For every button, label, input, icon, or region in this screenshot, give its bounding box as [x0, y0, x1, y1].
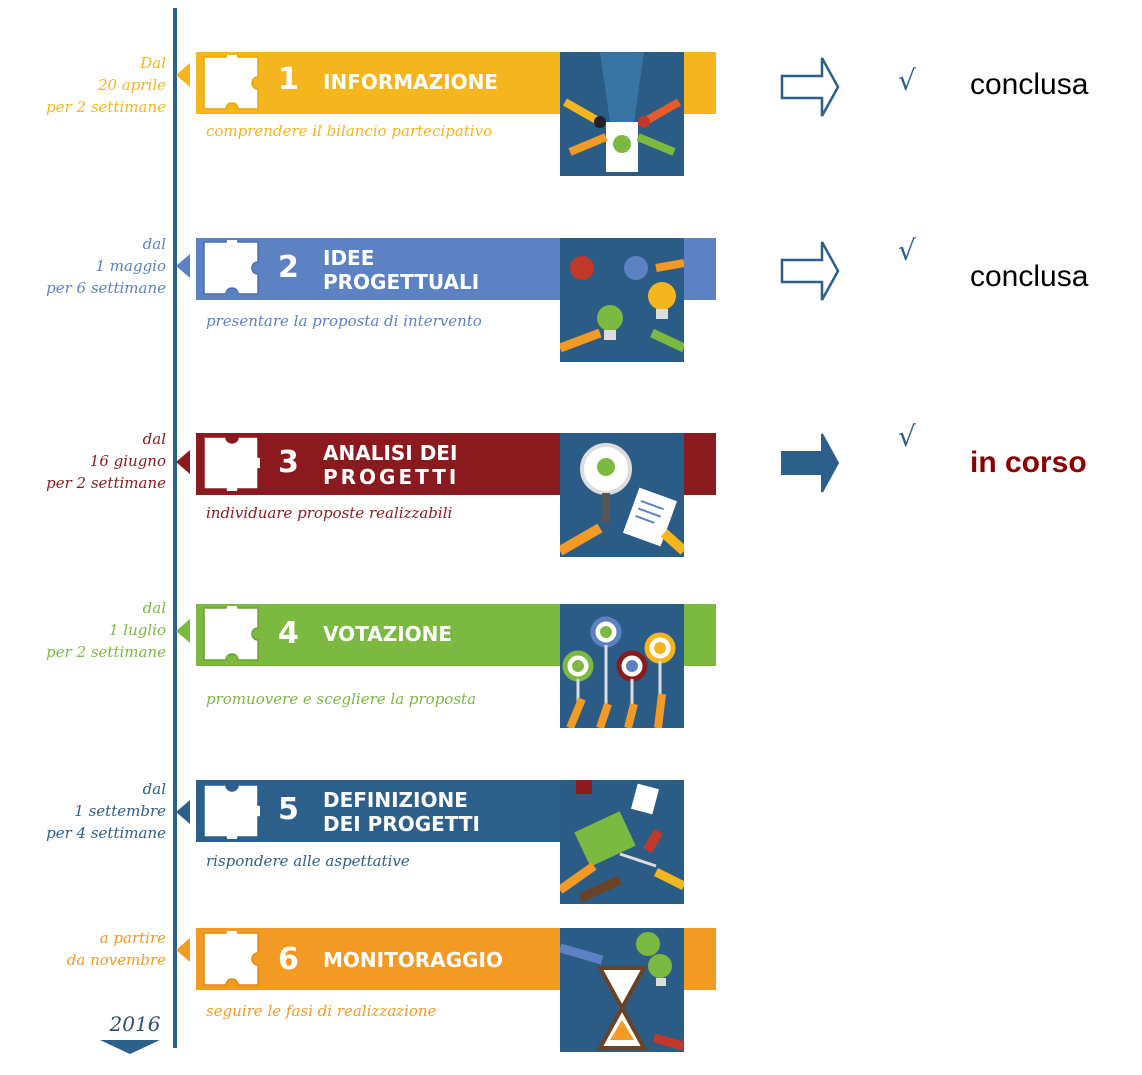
phase-title: VOTAZIONE	[323, 622, 453, 646]
date-line: da novembre	[66, 951, 166, 969]
press-conference-illustration-icon	[560, 52, 684, 176]
date-line: 20 aprile	[97, 76, 166, 94]
date-line: 1 maggio	[95, 257, 166, 275]
analysis-magnifier-illustration-icon	[560, 433, 684, 557]
phase-subtitle: comprendere il bilancio partecipativo	[206, 122, 493, 140]
date-line: dal	[142, 235, 166, 253]
date-line: per 6 settimane	[46, 279, 166, 297]
puzzle-piece-icon	[203, 240, 259, 295]
phase-5-date: dal 1 settembre per 4 settimane	[0, 778, 166, 844]
phase-subtitle: seguire le fasi di realizzazione	[206, 1002, 437, 1020]
phase-pointer-icon	[176, 450, 190, 474]
date-line: 1 settembre	[74, 802, 166, 820]
phase-number: 2	[278, 250, 299, 285]
puzzle-piece-icon	[203, 931, 259, 986]
status-label: conclusa	[970, 260, 1089, 293]
phase-number: 4	[278, 616, 299, 651]
phase-pointer-icon	[176, 63, 190, 87]
checkmark-icon: √	[898, 64, 916, 97]
date-line: dal	[142, 430, 166, 448]
outline-right-arrow-icon	[780, 57, 840, 117]
status-label: in corso	[970, 446, 1087, 479]
phase-subtitle: presentare la proposta di intervento	[206, 312, 482, 330]
phase-number: 6	[278, 942, 299, 977]
phase-number: 5	[278, 792, 299, 827]
date-line: 1 luglio	[109, 621, 166, 639]
phase-2-date: dal 1 maggio per 6 settimane	[0, 233, 166, 299]
date-line: dal	[142, 599, 166, 617]
phase-title: IDEE PROGETTUALI	[323, 246, 480, 294]
phase-pointer-icon	[176, 938, 190, 962]
date-line: per 4 settimane	[46, 824, 166, 842]
date-line: dal	[142, 780, 166, 798]
phase-1-date: Dal 20 aprile per 2 settimane	[0, 52, 166, 118]
phase-pointer-icon	[176, 800, 190, 824]
checkmark-icon: √	[898, 420, 916, 453]
puzzle-piece-icon	[203, 436, 260, 491]
phase-title: MONITORAGGIO	[323, 948, 503, 972]
timeline-year: 2016	[109, 1012, 161, 1036]
puzzle-piece-icon	[203, 55, 259, 110]
date-line: per 2 settimane	[46, 98, 166, 116]
phase-3-date: dal 16 giugno per 2 settimane	[0, 428, 166, 494]
phase-4-date: dal 1 luglio per 2 settimane	[0, 597, 166, 663]
monitoring-hourglass-illustration-icon	[560, 928, 684, 1052]
project-definition-illustration-icon	[560, 780, 684, 904]
phase-subtitle: individuare proposte realizzabili	[206, 504, 453, 522]
phase-pointer-icon	[176, 619, 190, 643]
voting-illustration-icon	[560, 604, 684, 728]
phase-6-date: a partire da novembre	[0, 927, 166, 971]
phase-title: ANALISI DEI PROGETTI	[323, 441, 460, 489]
status-label: conclusa	[970, 68, 1089, 101]
date-line: per 2 settimane	[46, 643, 166, 661]
phase-subtitle: rispondere alle aspettative	[206, 852, 410, 870]
timeline-down-arrow-icon	[100, 1040, 160, 1054]
outline-right-arrow-icon	[780, 241, 840, 301]
ideas-lightbulb-illustration-icon	[560, 238, 684, 362]
puzzle-piece-icon	[203, 784, 260, 839]
timeline-line	[173, 8, 177, 1048]
filled-right-arrow-icon	[781, 433, 840, 493]
date-line: 16 giugno	[89, 452, 166, 470]
phase-pointer-icon	[176, 254, 190, 278]
phase-subtitle: promuovere e scegliere la proposta	[206, 690, 477, 708]
date-line: a partire	[99, 929, 166, 947]
phase-title: DEFINIZIONE DEI PROGETTI	[323, 788, 480, 836]
checkmark-icon: √	[898, 234, 916, 267]
date-line: Dal	[140, 54, 166, 72]
phase-title: INFORMAZIONE	[323, 70, 498, 94]
date-line: per 2 settimane	[46, 474, 166, 492]
phase-number: 3	[278, 445, 299, 480]
phase-number: 1	[278, 62, 299, 97]
puzzle-piece-icon	[203, 606, 259, 661]
